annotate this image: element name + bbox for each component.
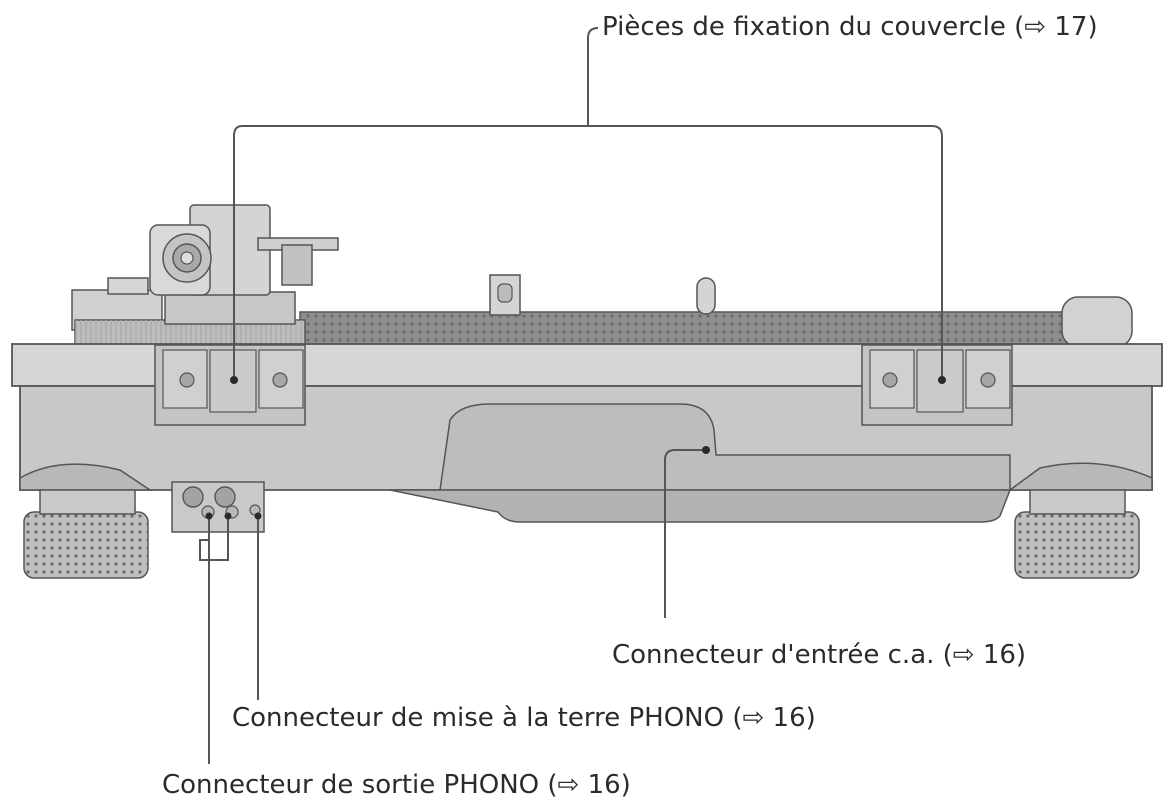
phono-earth-label: Connecteur de mise à la terre PHONO (⇨ 1… xyxy=(232,703,816,733)
tonearm-assembly xyxy=(71,204,339,347)
phono-connectors xyxy=(171,481,265,533)
ac-inlet-label: Connecteur d'entrée c.a. (⇨ 16) xyxy=(612,640,1027,670)
hinge-left-pointer xyxy=(230,376,238,384)
phono-out-left-pointer xyxy=(205,512,213,520)
cover-hinge-label: Pièces de fixation du couvercle (⇨ 17) xyxy=(602,12,1098,42)
right-cover-hinge xyxy=(861,344,1013,426)
corner-block xyxy=(1061,296,1133,348)
leader-lines xyxy=(199,27,943,764)
phono-out-label: Connecteur de sortie PHONO (⇨ 16) xyxy=(162,770,631,800)
ac-inlet-pointer xyxy=(702,446,710,454)
phono-out-right-pointer xyxy=(224,512,232,520)
phono-earth-pointer xyxy=(254,512,262,520)
platter xyxy=(299,311,1081,347)
hinge-right-pointer xyxy=(938,376,946,384)
spindle-posts xyxy=(489,274,716,316)
left-cover-hinge xyxy=(154,344,306,426)
left-foot xyxy=(19,463,153,579)
right-foot xyxy=(1007,462,1153,579)
